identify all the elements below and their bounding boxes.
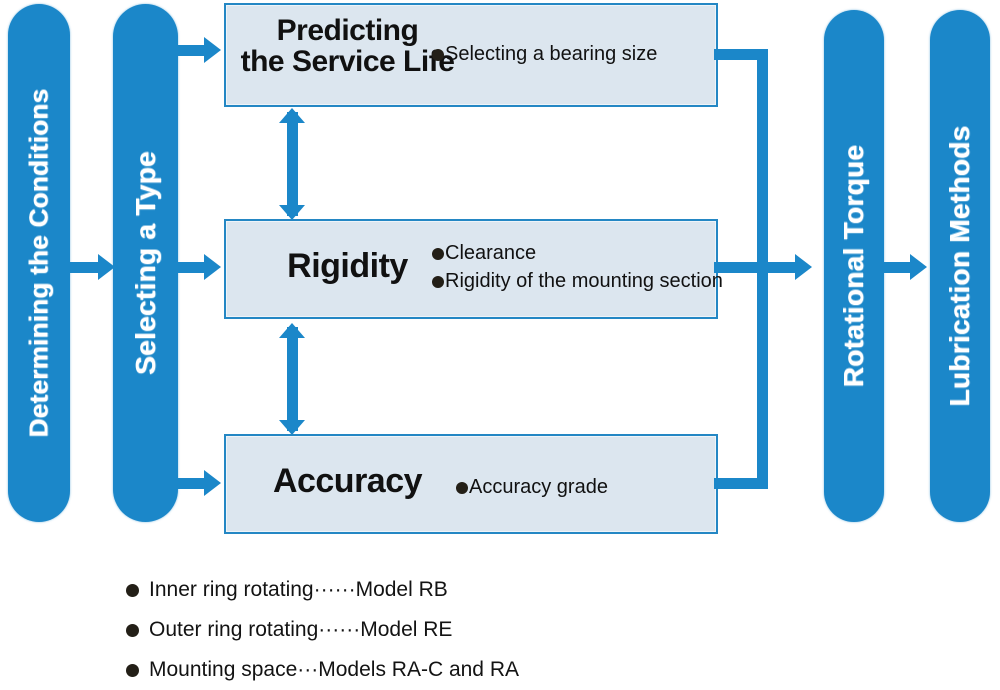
connector-type-to-accuracy [178, 478, 206, 489]
criteria-box-rigidity[interactable]: Rigidity Clearance Rigidity of the mount… [224, 219, 723, 319]
arrowhead-down-accuracy [279, 420, 305, 435]
criteria-title-line: the Service Life [240, 45, 455, 79]
legend-condition: Outer ring rotating [149, 618, 319, 641]
arrowhead-type-to-rigidity [204, 254, 221, 280]
criteria-item: Rigidity of the mounting section [432, 268, 723, 296]
stage-pill-label: Rotational Torque [838, 144, 869, 388]
criteria-item-label: Clearance [445, 242, 537, 264]
legend-result: Model RB [355, 578, 448, 601]
criteria-item-label: Rigidity of the mounting section [445, 269, 723, 292]
connector-conditions-to-type [70, 262, 100, 273]
connector-type-to-service-life [178, 45, 206, 56]
criteria-title: Accuracy [240, 462, 455, 500]
criteria-title-line: Predicting [276, 14, 419, 47]
bullet-icon [126, 623, 139, 637]
bullet-icon [432, 248, 444, 260]
criteria-title: Rigidity [240, 247, 455, 285]
legend-leader: ······ [313, 578, 356, 601]
legend-result: Models RA-C and RA [318, 658, 519, 681]
legend-row: Inner ring rotating ······ Model RB [126, 570, 519, 610]
arrowhead-up-service-life [279, 108, 305, 123]
connector-accuracy-to-bus [714, 478, 768, 489]
legend-condition: Inner ring rotating [149, 578, 314, 601]
connector-rigidity-to-bus [714, 262, 768, 273]
arrowhead-type-to-accuracy [204, 470, 221, 496]
connector-bus-to-rotational-torque [757, 262, 797, 273]
criteria-title-line: Accuracy [272, 462, 423, 500]
criteria-title-line: Rigidity [287, 247, 408, 285]
criteria-item: Clearance [432, 240, 723, 268]
criteria-box-accuracy[interactable]: Accuracy Accuracy grade [224, 434, 718, 534]
legend-result: Model RE [360, 618, 453, 641]
legend-leader: ··· [297, 658, 319, 681]
criteria-box-predicting-the-service-life[interactable]: Predicting the Service Life Selecting a … [224, 3, 718, 107]
criteria-item-list: Clearance Rigidity of the mounting secti… [432, 240, 723, 295]
criteria-item: Selecting a bearing size [432, 41, 657, 69]
arrowhead-bus-to-rotational-torque [795, 254, 812, 280]
connector-rigidity-accuracy [287, 327, 298, 431]
connector-type-to-rigidity [178, 262, 206, 273]
criteria-item-label: Selecting a bearing size [445, 43, 658, 65]
stage-pill-rotational-torque[interactable]: Rotational Torque [824, 10, 884, 522]
stage-pill-label: Determining the Conditions [23, 88, 54, 438]
legend: Inner ring rotating ······ Model RB Oute… [126, 570, 519, 690]
bullet-icon [126, 663, 139, 677]
bullet-icon [456, 482, 468, 494]
bullet-icon [126, 583, 139, 597]
arrowhead-torque-to-lubrication [910, 254, 927, 280]
arrowhead-down-rigidity [279, 205, 305, 220]
connector-torque-to-lubrication [884, 262, 912, 273]
arrowhead-up-rigidity [279, 323, 305, 338]
criteria-item-list: Accuracy grade [456, 474, 608, 502]
criteria-item-list: Selecting a bearing size [432, 41, 657, 69]
criteria-item: Accuracy grade [456, 474, 608, 502]
legend-leader: ······ [318, 618, 361, 641]
arrowhead-type-to-service-life [204, 37, 221, 63]
bullet-icon [432, 49, 444, 61]
criteria-item-label: Accuracy grade [469, 476, 608, 498]
arrowhead-conditions-to-type [98, 254, 115, 280]
stage-pill-label: Selecting a Type [129, 151, 161, 375]
stage-pill-label: Lubrication Methods [944, 125, 975, 407]
legend-row: Outer ring rotating ······ Model RE [126, 610, 519, 650]
criteria-title: Predicting the Service Life [240, 14, 455, 79]
connector-service-life-to-bus [714, 49, 768, 60]
legend-condition: Mounting space [149, 658, 298, 681]
legend-row: Mounting space ··· Models RA-C and RA [126, 650, 519, 690]
stage-pill-determining-the-conditions[interactable]: Determining the Conditions [8, 4, 70, 522]
stage-pill-selecting-a-type[interactable]: Selecting a Type [113, 4, 178, 522]
connector-service-life-rigidity [287, 112, 298, 216]
stage-pill-lubrication-methods[interactable]: Lubrication Methods [930, 10, 990, 522]
bullet-icon [432, 275, 444, 288]
